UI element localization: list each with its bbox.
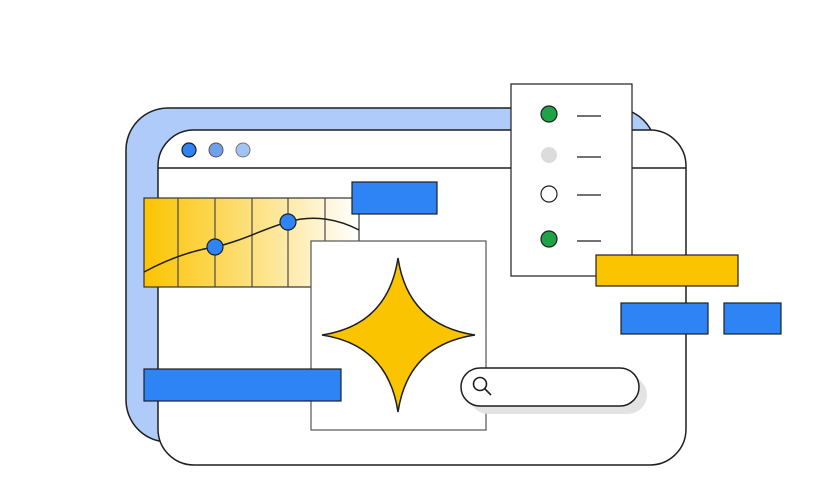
blue-block-right-1	[620, 302, 709, 335]
checklist-item-1-green[interactable]	[540, 105, 558, 123]
checklist-card	[510, 83, 633, 277]
blue-block-top	[351, 181, 438, 215]
chart-line	[143, 217, 360, 273]
search-bar[interactable]	[460, 367, 647, 414]
chart-point	[206, 238, 224, 256]
checklist-item-2-gray[interactable]	[541, 147, 557, 163]
window-dot-maximize[interactable]	[235, 142, 251, 158]
window-dot-close[interactable]	[181, 142, 197, 158]
blue-block-right-2	[723, 302, 782, 335]
checklist-item-3-empty[interactable]	[540, 185, 558, 203]
blue-bar-bottom	[143, 368, 342, 402]
sparkle-icon	[321, 257, 476, 413]
chart-point	[279, 213, 297, 231]
search-icon	[472, 376, 492, 396]
checklist-item-4-green[interactable]	[540, 230, 558, 248]
yellow-bar	[595, 254, 739, 287]
image-panel	[310, 240, 487, 431]
window-dot-minimize[interactable]	[208, 142, 224, 158]
